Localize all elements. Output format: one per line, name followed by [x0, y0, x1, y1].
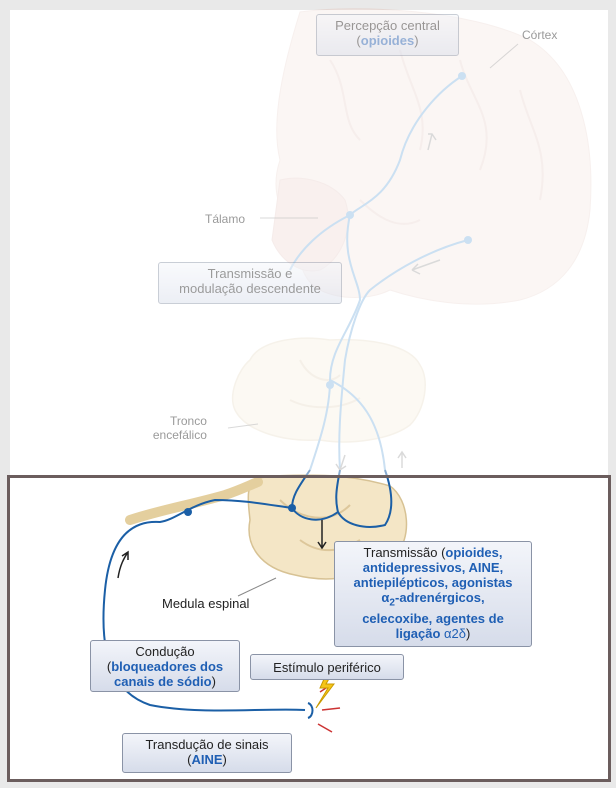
transduction-drug-line: (AINE) — [127, 752, 287, 767]
conduction-drug-line1: (bloqueadores dos — [95, 659, 235, 674]
transduction-drug: AINE — [191, 752, 222, 767]
transmission-drug3: antiepilépticos, agonistas — [339, 575, 527, 590]
conduction-drug-line2: canais de sódio) — [95, 674, 235, 689]
peripheral-stimulus-box: Estímulo periférico — [250, 654, 404, 680]
descending-modulation-line1: Transmissão e — [163, 266, 337, 281]
thalamus-label: Tálamo — [205, 212, 245, 226]
transmission-drug4: α2-adrenérgicos, — [339, 590, 527, 611]
transmission-drug6: ligação α2δ) — [339, 626, 527, 641]
central-perception-drug-line: (opioides) — [321, 33, 454, 48]
central-perception-title: Percepção central — [321, 18, 454, 33]
conduction-drug2: canais de sódio — [114, 674, 212, 689]
brainstem-label-line1: Tronco — [150, 414, 207, 428]
transmission-drug4-rest: -adrenérgicos, — [395, 590, 485, 605]
peripheral-stimulus-text: Estímulo periférico — [273, 660, 381, 675]
conduction-box: Condução (bloqueadores dos canais de sód… — [90, 640, 240, 692]
transmission-title: Transmissão ( — [364, 545, 446, 560]
brainstem-label-line2: encefálico — [150, 428, 207, 442]
transmission-drug5: celecoxibe, agentes de — [339, 611, 527, 626]
conduction-title: Condução — [95, 644, 235, 659]
descending-modulation-box: Transmissão e modulação descendente — [158, 262, 342, 304]
central-perception-drug: opioides — [361, 33, 414, 48]
faded-region-overlay — [10, 10, 608, 475]
conduction-drug1: bloqueadores dos — [111, 659, 223, 674]
transmission-drug2: antidepressivos, AINE, — [339, 560, 527, 575]
descending-modulation-line2: modulação descendente — [163, 281, 337, 296]
brainstem-label: Tronco encefálico — [150, 414, 207, 442]
transmission-drug6-symbol: α2δ — [440, 626, 466, 641]
transduction-title: Transdução de sinais — [127, 737, 287, 752]
transmission-box: Transmissão (opioides, antidepressivos, … — [334, 541, 532, 647]
spinal-cord-label: Medula espinal — [162, 596, 249, 611]
transmission-drug1: opioides, — [445, 545, 502, 560]
cortex-label: Córtex — [522, 28, 557, 42]
transmission-close: ) — [466, 626, 470, 641]
transduction-box: Transdução de sinais (AINE) — [122, 733, 292, 773]
central-perception-box: Percepção central (opioides) — [316, 14, 459, 56]
transmission-line1: Transmissão (opioides, — [339, 545, 527, 560]
transmission-drug6-prefix: ligação — [396, 626, 441, 641]
